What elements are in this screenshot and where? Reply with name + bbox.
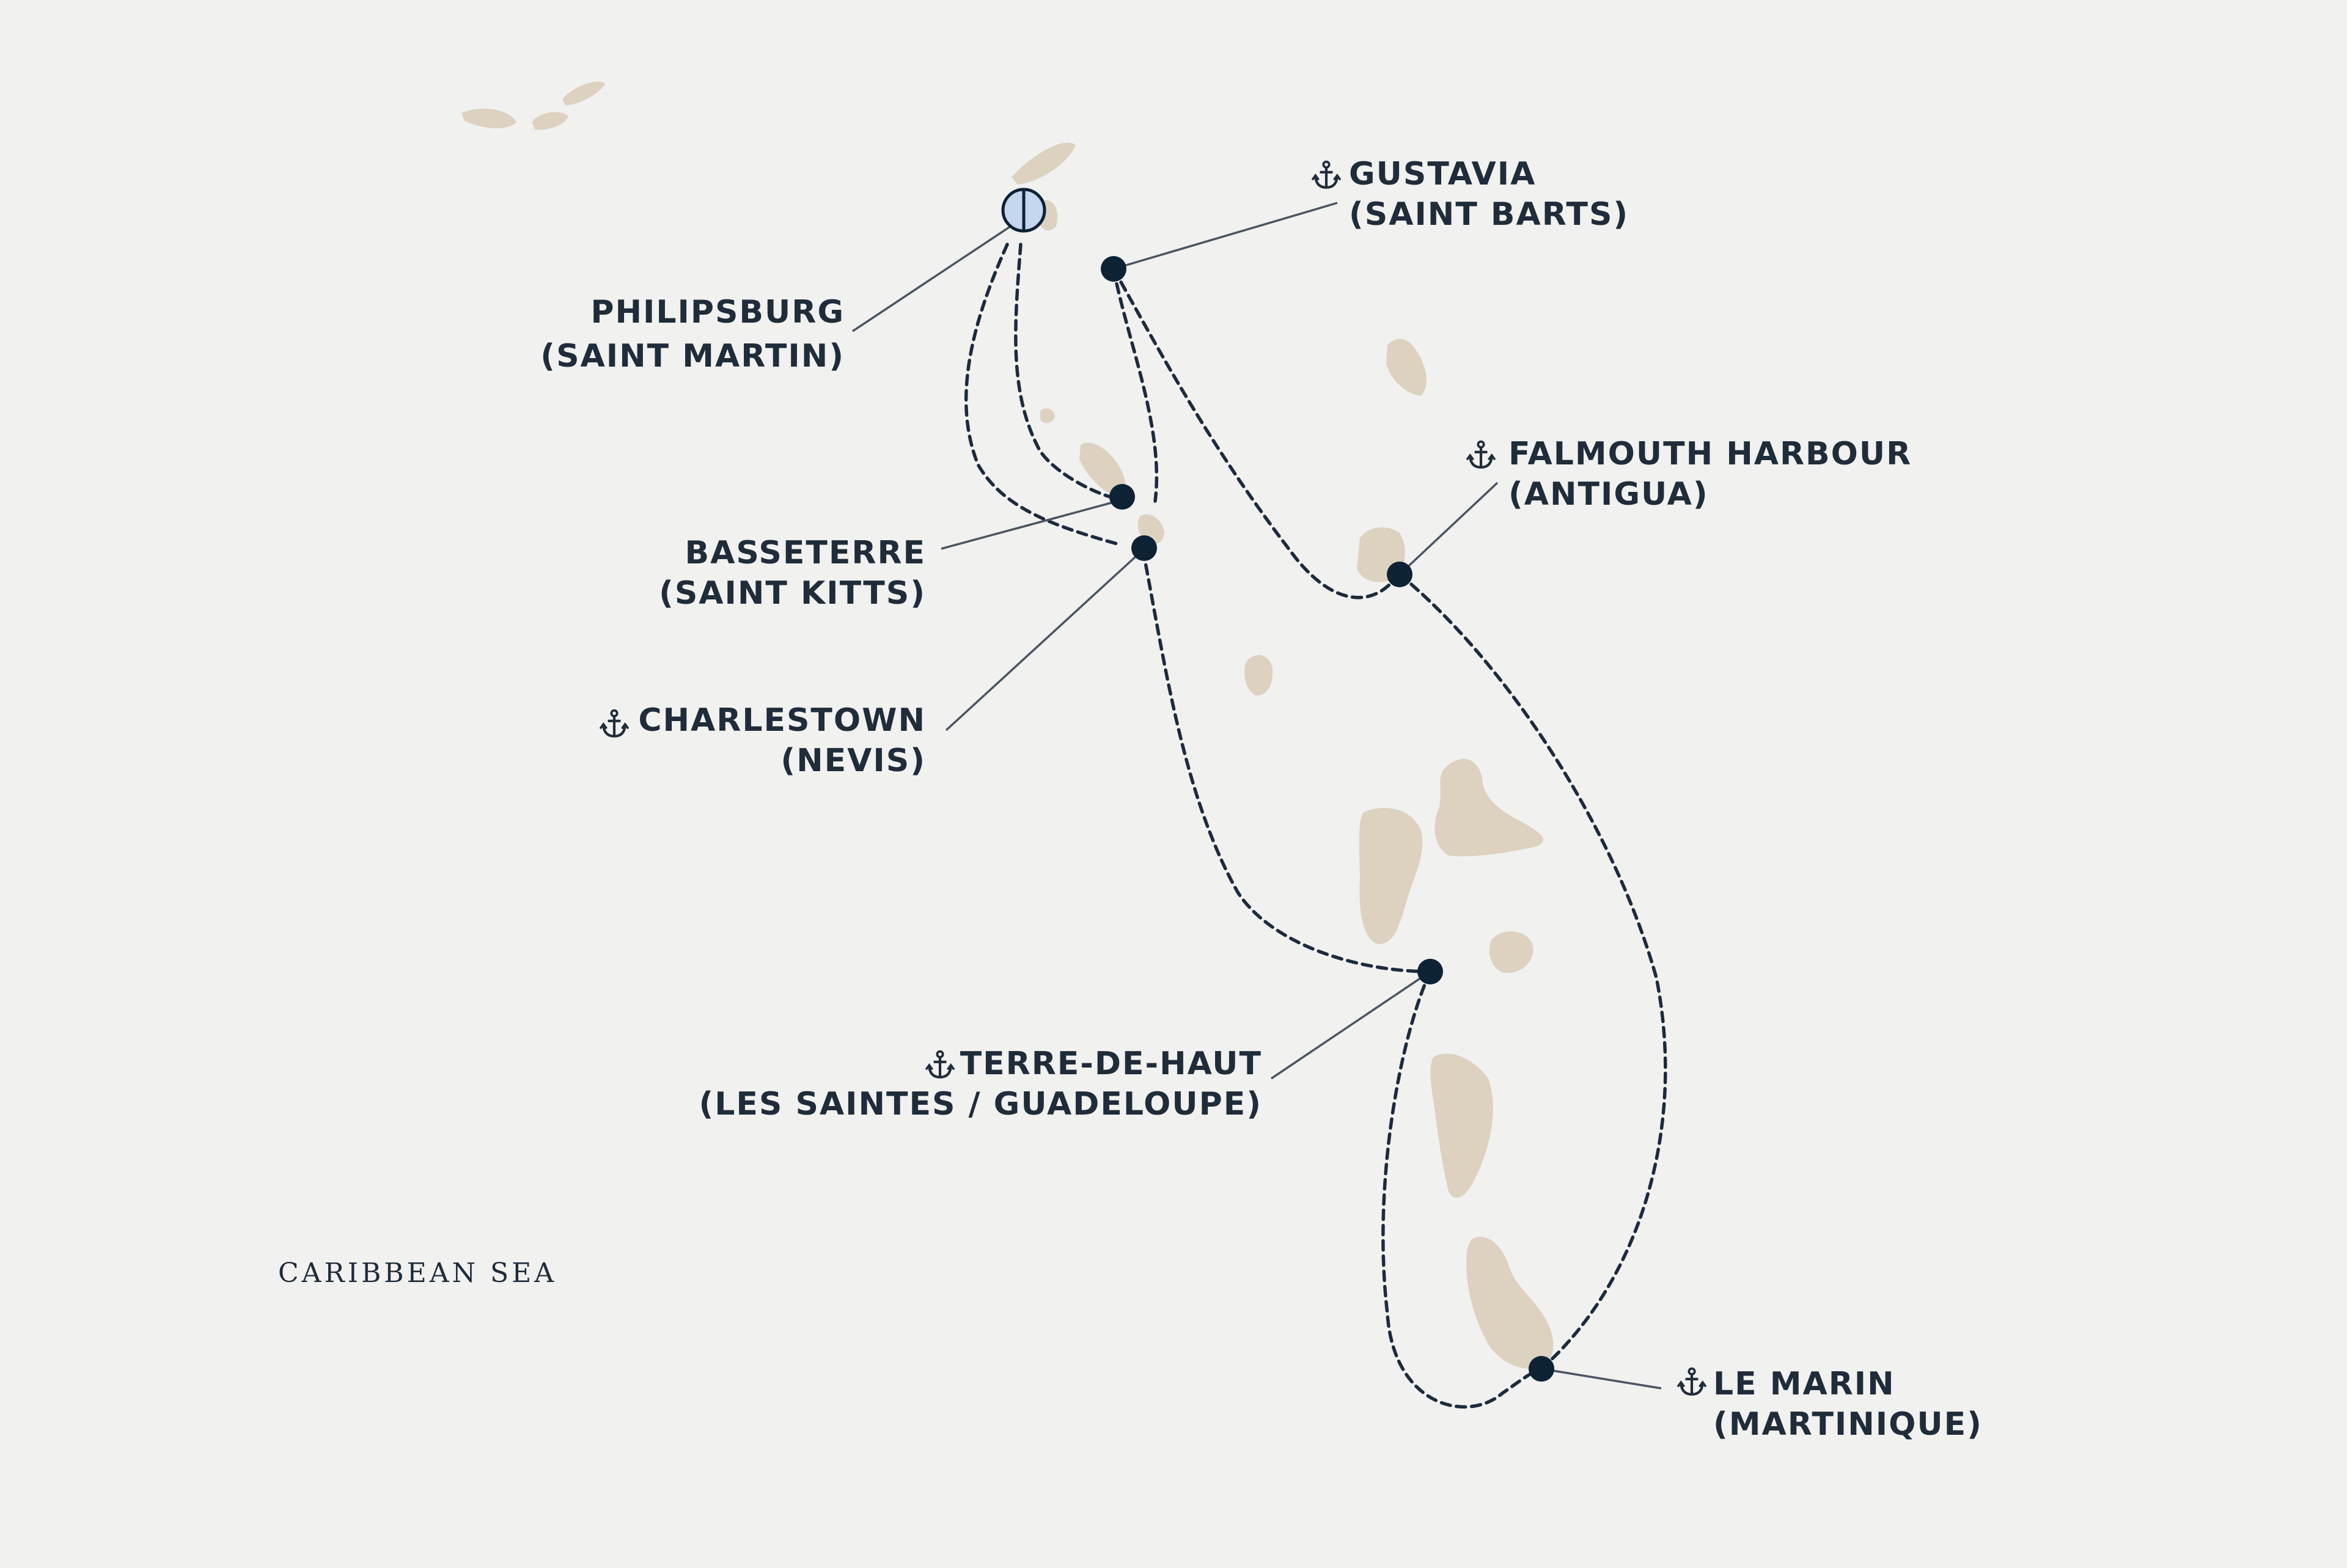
island-anguilla-west [461, 108, 516, 128]
port-label-falmouth-region: (ANTIGUA) [1508, 476, 1709, 513]
island-saint-kitts [1079, 442, 1126, 498]
port-dot-terre-de-haut[interactable] [1417, 959, 1443, 984]
port-label-le-marin-region: (MARTINIQUE) [1713, 1406, 1983, 1443]
port-label-charlestown-region: (NEVIS) [780, 742, 926, 779]
route-segment [1381, 970, 1543, 1409]
island-anguilla-east [562, 81, 605, 105]
leader-line-philipsburg [852, 222, 1015, 332]
port-dot-charlestown[interactable] [1131, 535, 1157, 561]
island-anguilla-mid [532, 112, 568, 130]
port-label-philipsburg-region: (SAINT MARTIN) [540, 338, 845, 375]
leader-line-terre-de-haut [1271, 970, 1431, 1080]
island-guadeloupe-grande-terre [1434, 759, 1544, 857]
port-label-falmouth-name: FALMOUTH HARBOUR [1508, 436, 1912, 472]
port-label-le-marin-name: LE MARIN [1713, 1366, 1895, 1402]
leader-line-charlestown [945, 549, 1144, 731]
leader-line-basseterre [941, 499, 1123, 550]
sea-label: CARIBBEAN SEA [278, 1258, 557, 1289]
leader-line-le-marin [1541, 1368, 1662, 1390]
island-saba [1040, 408, 1055, 423]
island-barbuda [1386, 339, 1427, 396]
port-dot-le-marin[interactable] [1529, 1356, 1554, 1382]
route-segment [1398, 573, 1667, 1371]
port-label-terre-de-haut-name: TERRE-DE-HAUT [960, 1046, 1262, 1082]
island-martinique [1466, 1237, 1554, 1369]
island-saint-martin-north [1012, 142, 1076, 185]
port-dot-basseterre[interactable] [1109, 484, 1135, 510]
port-label-gustavia-name: GUSTAVIA [1349, 156, 1536, 192]
island-marie-galante [1489, 931, 1533, 973]
port-dot-gustavia[interactable] [1101, 256, 1126, 282]
leader-line-gustavia [1113, 202, 1338, 270]
island-montserrat [1244, 655, 1273, 696]
route-segment [1112, 267, 1159, 503]
island-guadeloupe-basse-terre [1359, 808, 1423, 944]
port-label-philipsburg-name: PHILIPSBURG [590, 294, 845, 331]
port-label-charlestown-name: CHARLESTOWN [638, 702, 926, 739]
route-segment [1141, 548, 1432, 973]
port-dots [1101, 256, 1554, 1382]
leader-line-falmouth [1398, 482, 1499, 576]
port-dot-falmouth[interactable] [1387, 562, 1412, 587]
route-segment [1014, 243, 1124, 502]
route-lines [964, 243, 1667, 1409]
route-segment [964, 243, 1119, 546]
leader-lines [852, 202, 1662, 1390]
port-label-basseterre-name: BASSETERRE [685, 535, 926, 571]
route-segment [1112, 267, 1400, 599]
half-circle-marker-icon[interactable] [1001, 188, 1046, 233]
port-label-gustavia-region: (SAINT BARTS) [1349, 196, 1629, 233]
island-dominica [1430, 1053, 1493, 1198]
port-label-basseterre-region: (SAINT KITTS) [659, 575, 926, 612]
port-label-terre-de-haut-region: (LES SAINTES / GUADELOUPE) [699, 1086, 1262, 1123]
islands [461, 81, 1554, 1369]
